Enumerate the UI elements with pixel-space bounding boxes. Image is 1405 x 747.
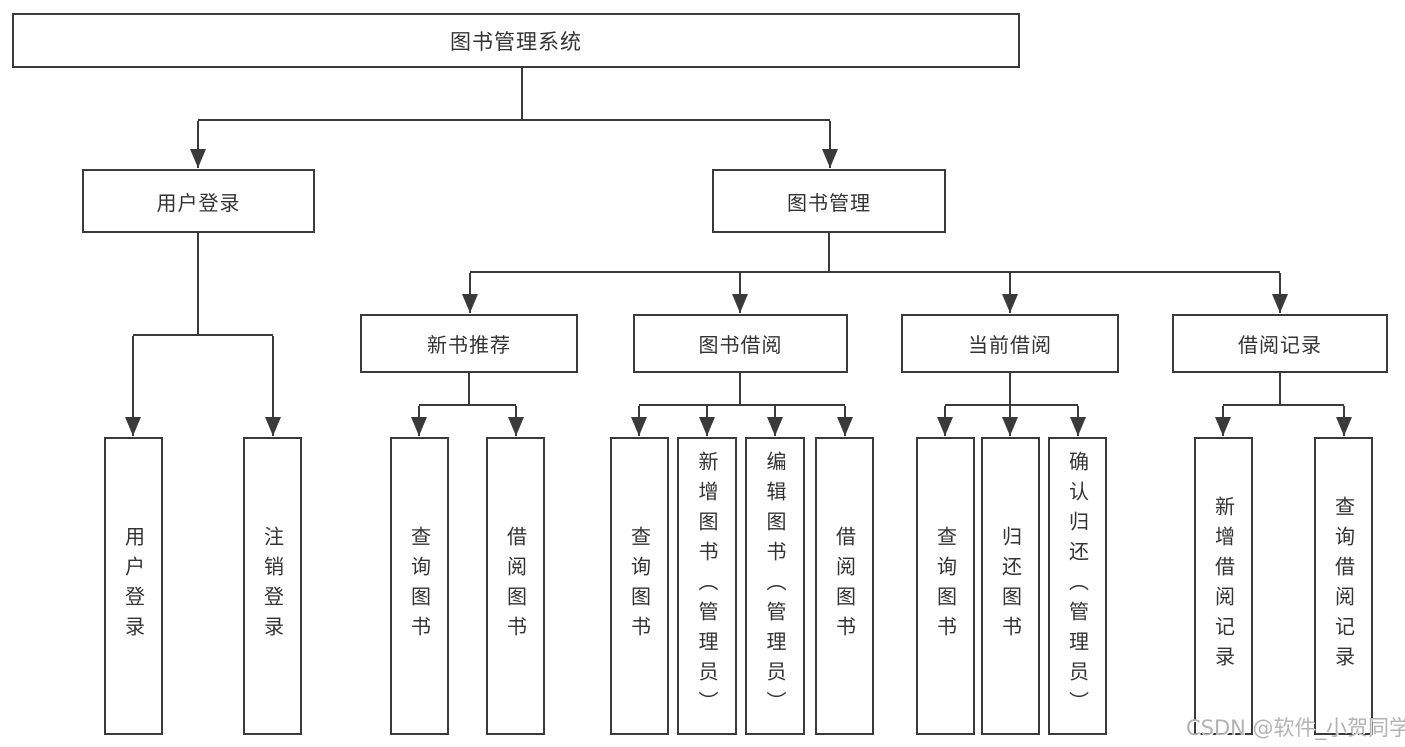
leaf-query-books-borrow: 查询图书 [610, 437, 669, 735]
node-label: 新书推荐 [427, 333, 511, 357]
leaf-return-books: 归还图书 [981, 437, 1040, 735]
node-label: 图书管理 [787, 190, 871, 215]
leaf-label: 注销登录 [260, 526, 285, 646]
node-new-book-recommend: 新书推荐 [360, 314, 578, 373]
node-label: 用户登录 [156, 190, 241, 215]
connector-trunks [133, 68, 1344, 406]
leaf-borrow-books: 借阅图书 [815, 437, 874, 735]
leaf-query-books-current: 查询图书 [916, 437, 975, 735]
node-user-login-branch: 用户登录 [82, 169, 315, 233]
leaf-confirm-return-admin: 确认归还（管理员） [1048, 437, 1107, 735]
leaf-logout: 注销登录 [243, 437, 302, 735]
csdn-watermark: CSDN @软件_小贺同学 [1186, 716, 1405, 740]
leaf-borrow-books-recommend: 借阅图书 [486, 437, 545, 735]
connector-arrows [125, 121, 1352, 436]
leaf-label: 查询借阅记录 [1331, 496, 1356, 676]
leaf-add-books-admin: 新增图书（管理员） [677, 437, 737, 735]
node-label: 借阅记录 [1238, 333, 1322, 357]
leaf-label: 新增借阅记录 [1211, 496, 1236, 676]
node-label: 当前借阅 [968, 333, 1052, 357]
node-borrow-records: 借阅记录 [1172, 314, 1388, 373]
leaf-label: 编辑图书（管理员） [763, 451, 787, 721]
leaf-edit-books-admin: 编辑图书（管理员） [745, 437, 805, 735]
leaf-label: 查询图书 [407, 526, 432, 646]
node-book-borrow: 图书借阅 [633, 314, 848, 373]
leaf-label: 用户登录 [121, 526, 146, 646]
leaf-label: 查询图书 [933, 526, 958, 646]
leaf-label: 借阅图书 [832, 526, 857, 646]
leaf-label: 归还图书 [998, 526, 1023, 646]
node-book-management-branch: 图书管理 [712, 169, 946, 233]
node-root-system: 图书管理系统 [12, 13, 1020, 68]
leaf-query-borrow-record: 查询借阅记录 [1314, 437, 1373, 735]
node-current-borrow: 当前借阅 [901, 314, 1119, 373]
leaf-user-login: 用户登录 [104, 437, 163, 735]
leaf-label: 查询图书 [627, 526, 652, 646]
node-label: 图书管理系统 [450, 29, 582, 54]
leaf-add-borrow-record: 新增借阅记录 [1194, 437, 1253, 735]
node-label: 图书借阅 [698, 333, 783, 357]
leaf-query-books-recommend: 查询图书 [390, 437, 449, 735]
leaf-label: 借阅图书 [503, 526, 528, 646]
leaf-label: 确认归还（管理员） [1065, 451, 1090, 721]
leaf-label: 新增图书（管理员） [695, 451, 719, 721]
